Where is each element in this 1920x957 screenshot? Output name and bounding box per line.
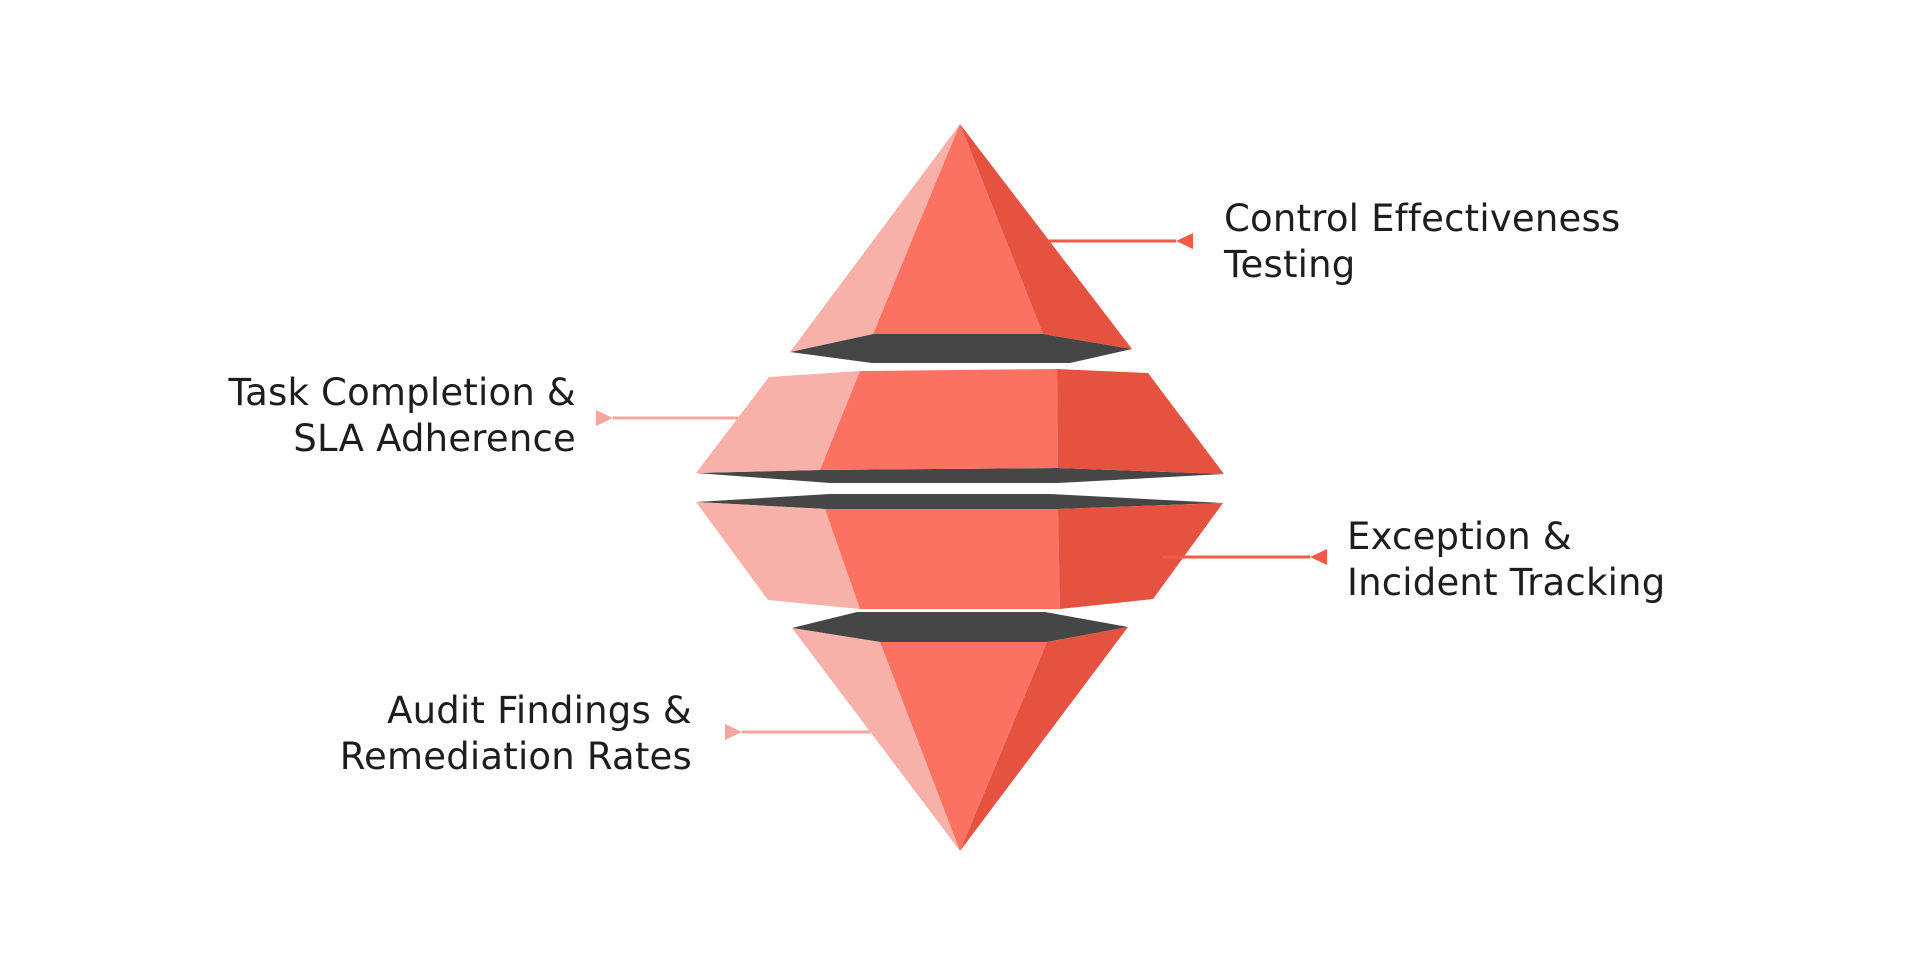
leader-arrow-icon-task-completion-sla-adherence — [596, 410, 613, 426]
segment-cut-face-control-effectiveness-testing — [790, 334, 1132, 363]
segment-front-face-control-effectiveness-testing — [873, 124, 1043, 334]
segment-front-face-exception-incident-tracking — [825, 509, 1060, 609]
segment-left-face-exception-incident-tracking — [696, 502, 860, 609]
label-task-completion-sla-adherence: Task Completion & SLA Adherence — [228, 370, 576, 462]
label-line: Incident Tracking — [1347, 561, 1666, 604]
label-control-effectiveness-testing: Control Effectiveness Testing — [1224, 196, 1620, 288]
label-line: Testing — [1224, 243, 1356, 286]
label-exception-incident-tracking: Exception & Incident Tracking — [1347, 514, 1665, 606]
segment-cut-face-exception-incident-tracking — [696, 494, 1223, 509]
leader-arrow-icon-control-effectiveness-testing — [1176, 233, 1193, 249]
label-line: Control Effectiveness — [1224, 197, 1621, 240]
segment-right-face-exception-incident-tracking — [1058, 503, 1223, 609]
segment-right-face-task-completion-sla-adherence — [1057, 369, 1224, 474]
segment-left-face-audit-findings-remediation-rates — [792, 628, 960, 851]
leader-arrow-icon-audit-findings-remediation-rates — [725, 724, 742, 740]
label-audit-findings-remediation-rates: Audit Findings & Remediation Rates — [340, 688, 692, 780]
label-line: SLA Adherence — [293, 417, 576, 460]
label-line: Exception & — [1347, 515, 1572, 558]
segment-right-face-control-effectiveness-testing — [960, 124, 1132, 349]
label-line: Task Completion & — [228, 371, 576, 414]
segment-cut-face-task-completion-sla-adherence — [696, 468, 1224, 483]
segment-left-face-task-completion-sla-adherence — [696, 371, 860, 473]
segment-front-face-audit-findings-remediation-rates — [880, 642, 1047, 851]
segment-front-face-task-completion-sla-adherence — [820, 369, 1058, 470]
segment-cut-face-audit-findings-remediation-rates — [792, 612, 1128, 642]
label-line: Remediation Rates — [339, 735, 692, 778]
leader-arrow-icon-exception-incident-tracking — [1310, 549, 1327, 565]
segment-right-face-audit-findings-remediation-rates — [960, 627, 1128, 851]
segment-left-face-control-effectiveness-testing — [790, 124, 960, 352]
label-line: Audit Findings & — [387, 689, 692, 732]
